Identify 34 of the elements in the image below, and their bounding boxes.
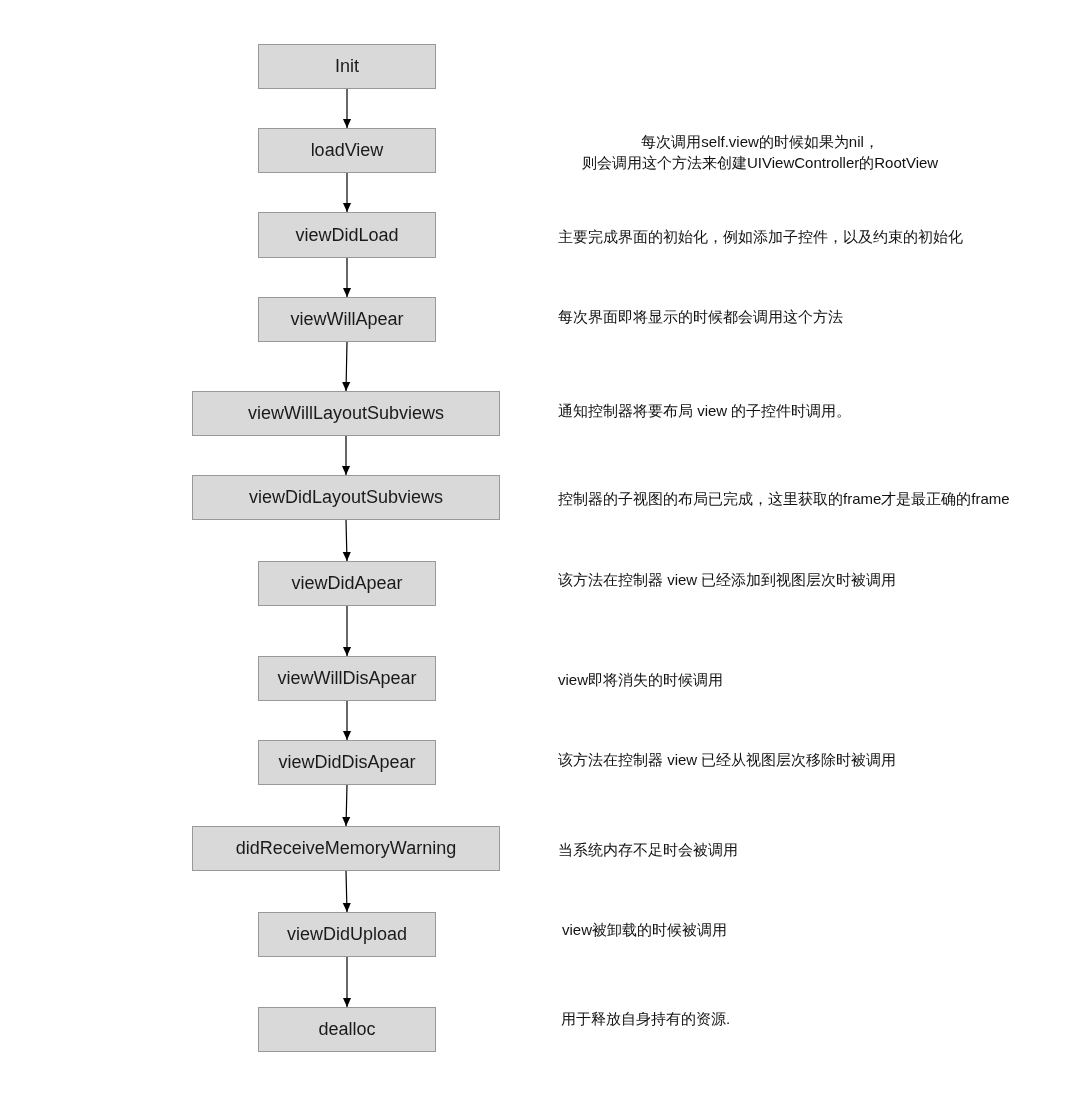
description-text: 每次界面即将显示的时候都会调用这个方法 — [558, 307, 843, 327]
process-box: viewDidDisApear — [258, 740, 436, 785]
description-text: 每次调用self.view的时候如果为nil，则会调用这个方法来创建UIViewController的RootView — [582, 132, 939, 173]
description-text: 控制器的子视图的布局已完成，这里获取的frame才是最正确的frame — [558, 489, 1010, 509]
description-text: 该方法在控制器 view 已经添加到视图层次时被调用 — [558, 570, 897, 590]
process-box: viewDidApear — [258, 561, 436, 606]
description-text: view被卸载的时候被调用 — [562, 920, 727, 940]
description-text: 通知控制器将要布局 view 的子控件时调用。 — [558, 401, 852, 421]
process-box: dealloc — [258, 1007, 436, 1052]
process-box: viewDidUpload — [258, 912, 436, 957]
arrow — [342, 172, 352, 213]
arrow — [342, 341, 351, 392]
arrow — [342, 956, 352, 1008]
process-box: didReceiveMemoryWarning — [192, 826, 500, 871]
process-box: viewWillLayoutSubviews — [192, 391, 500, 436]
process-box: Init — [258, 44, 436, 89]
process-box: viewWillApear — [258, 297, 436, 342]
process-box: loadView — [258, 128, 436, 173]
arrow — [342, 88, 352, 129]
description-text: 该方法在控制器 view 已经从视图层次移除时被调用 — [558, 750, 897, 770]
arrow — [342, 870, 351, 913]
description-text: 用于释放自身持有的资源. — [561, 1009, 731, 1029]
arrow — [342, 257, 352, 298]
process-box: viewDidLoad — [258, 212, 436, 258]
process-box: viewDidLayoutSubviews — [192, 475, 500, 520]
arrow — [342, 784, 351, 827]
arrow — [342, 605, 352, 657]
arrow — [341, 435, 351, 476]
description-text: 当系统内存不足时会被调用 — [558, 840, 738, 860]
process-box: viewWillDisApear — [258, 656, 436, 701]
arrow — [342, 700, 352, 741]
description-text: 主要完成界面的初始化，例如添加子控件，以及约束的初始化 — [558, 227, 963, 247]
arrow — [342, 519, 351, 562]
description-text: view即将消失的时候调用 — [558, 670, 723, 690]
